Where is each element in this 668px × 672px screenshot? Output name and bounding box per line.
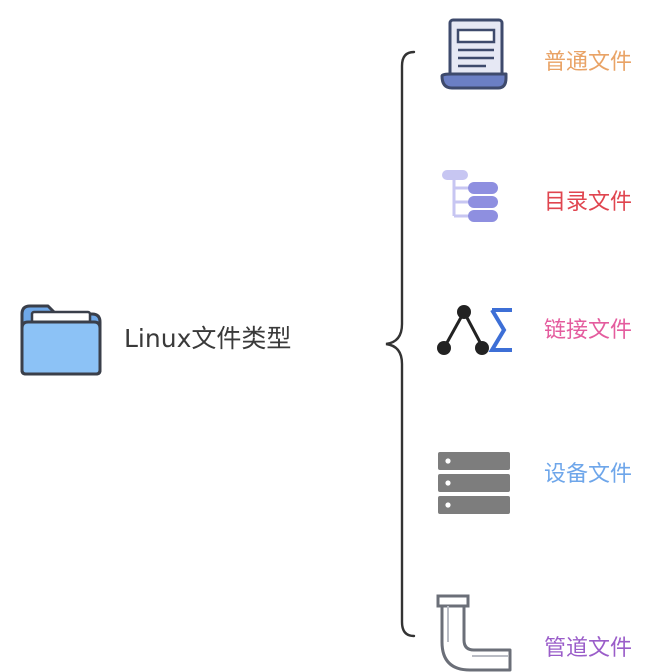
folder-icon bbox=[20, 304, 102, 376]
curly-brace bbox=[385, 50, 416, 638]
server-rack-icon bbox=[438, 452, 510, 514]
directory-tree-icon bbox=[442, 170, 498, 222]
file-type-label-directory: 目录文件 bbox=[544, 190, 633, 215]
pipe-elbow-icon bbox=[436, 594, 512, 672]
file-type-label-pipe: 管道文件 bbox=[544, 636, 633, 661]
file-type-label-device: 设备文件 bbox=[544, 462, 633, 487]
root-label: Linux文件类型 bbox=[124, 324, 292, 353]
file-type-label-regular: 普通文件 bbox=[544, 50, 633, 75]
document-scroll-icon bbox=[440, 18, 508, 90]
file-type-label-link: 链接文件 bbox=[544, 318, 633, 343]
link-graph-icon bbox=[437, 305, 512, 355]
